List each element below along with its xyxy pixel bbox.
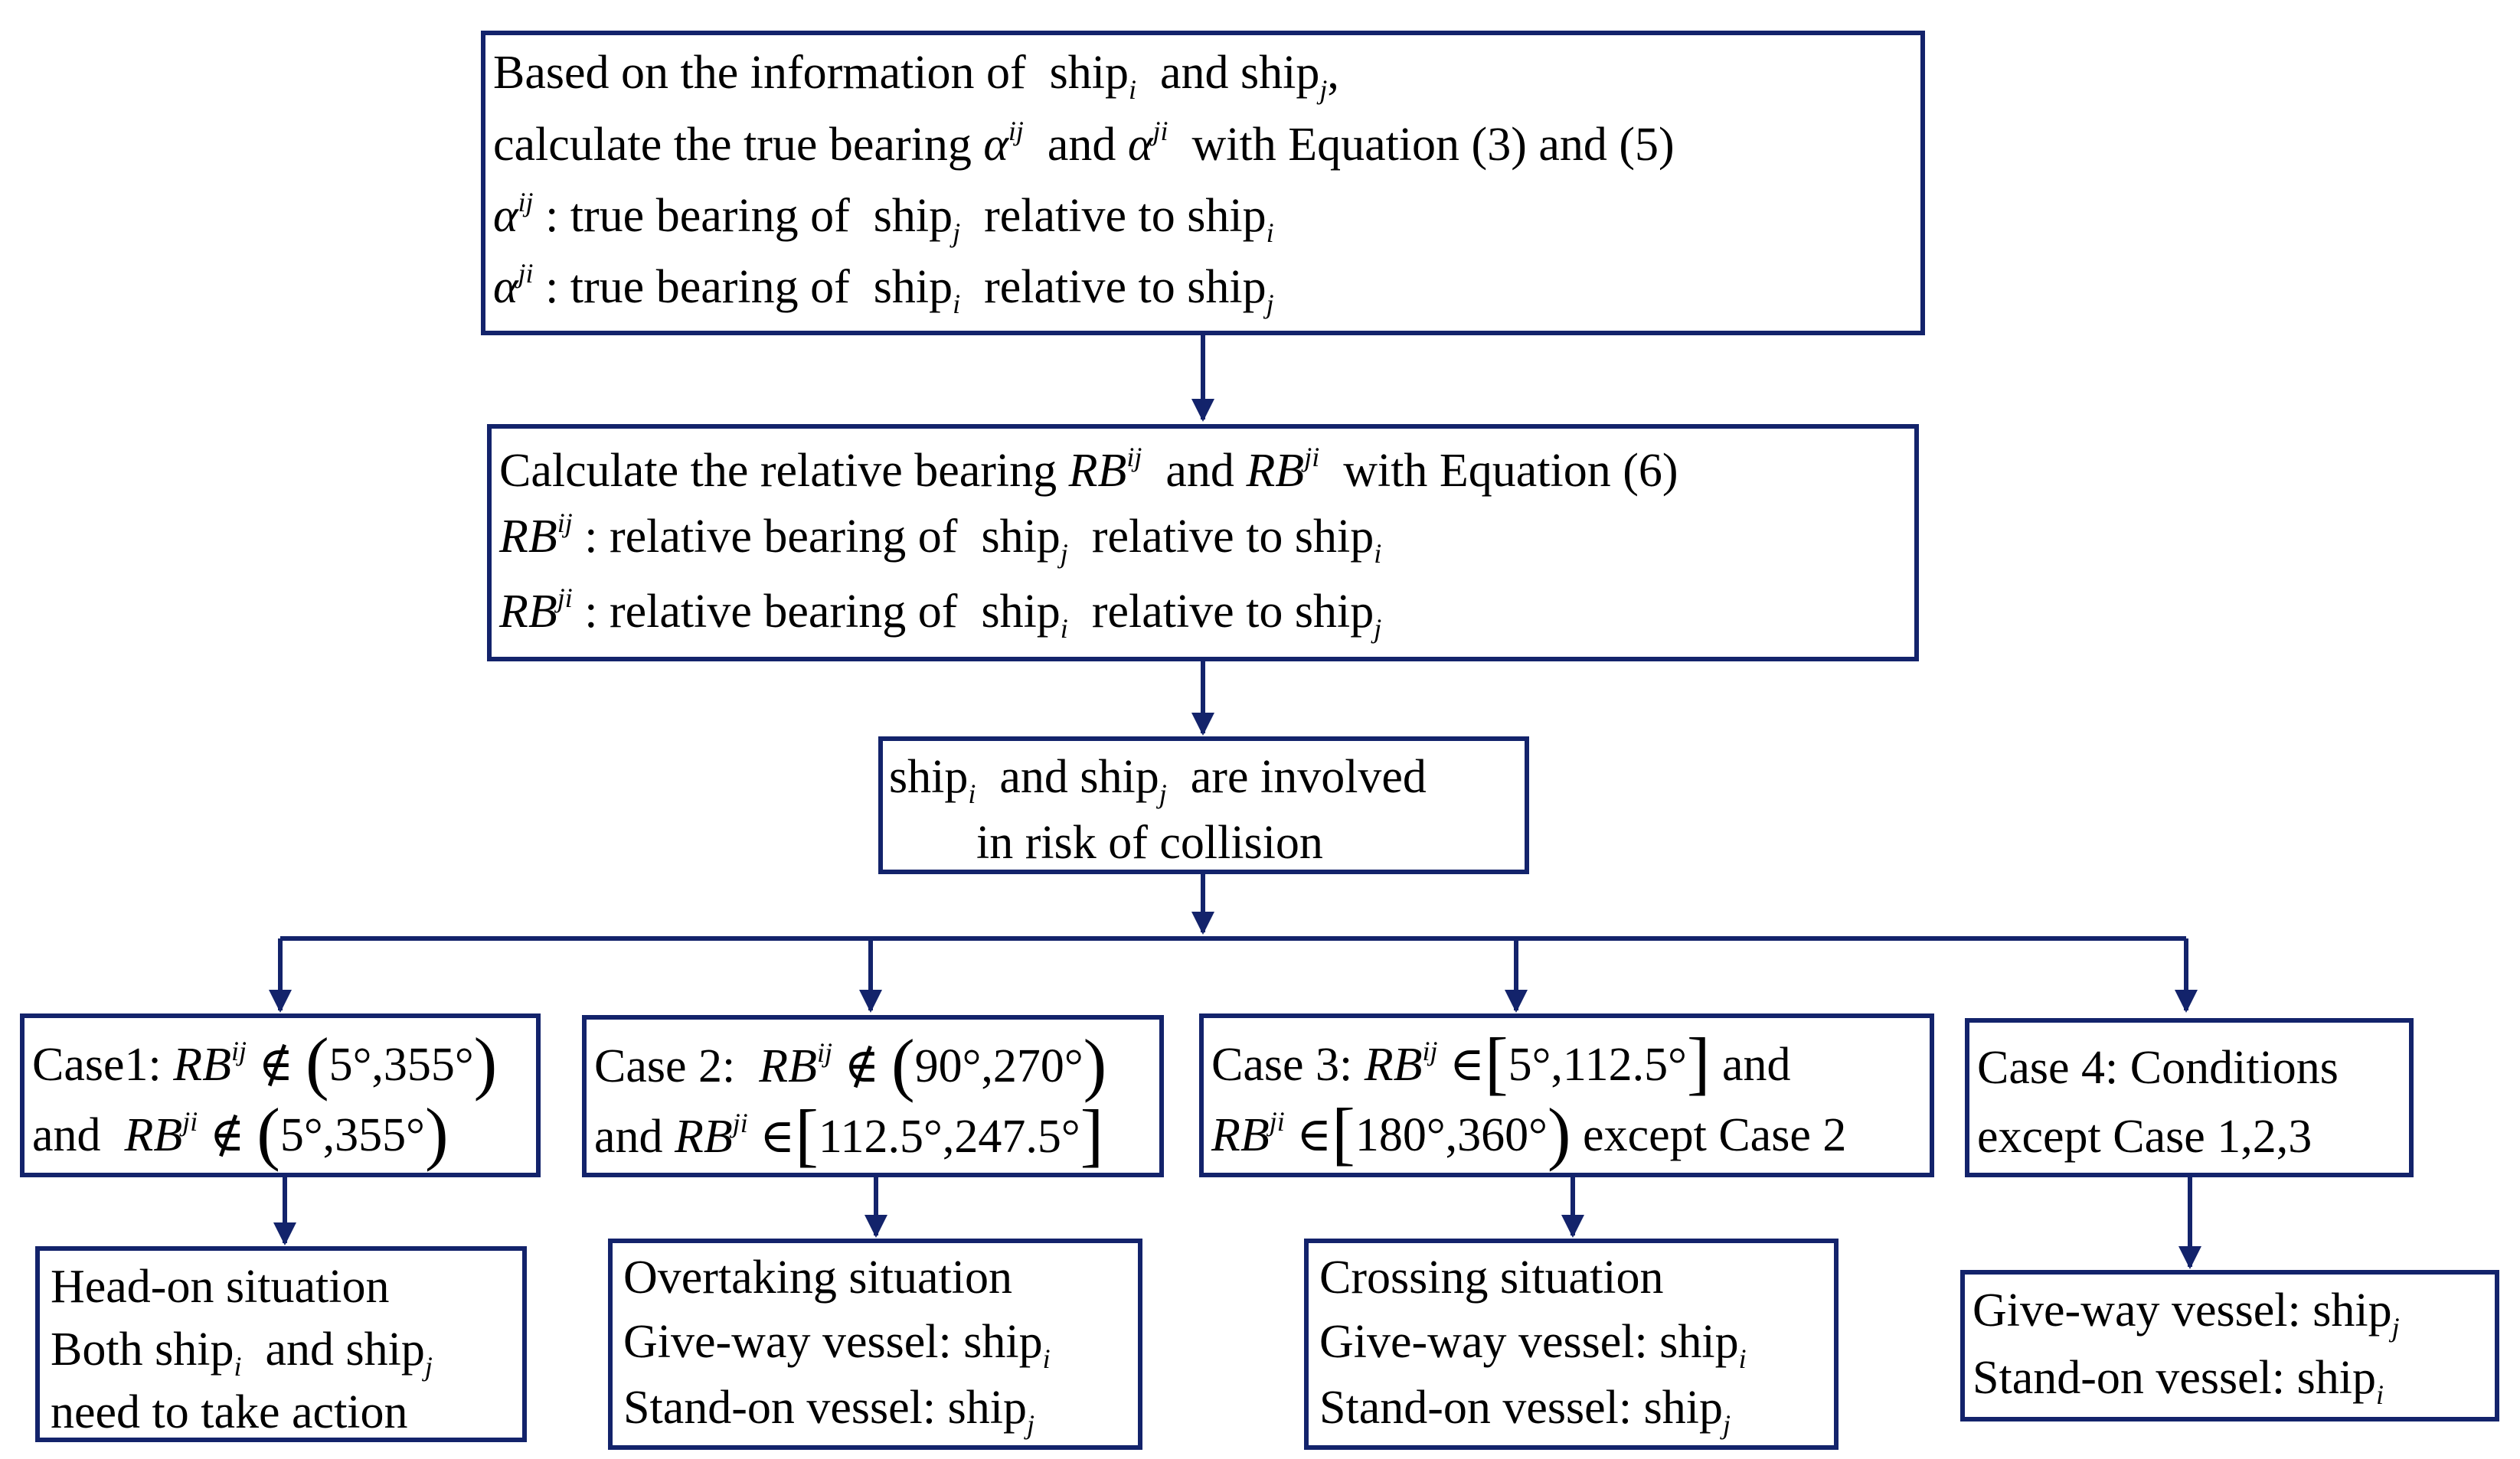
box1-line1: Based on the information of shipi and sh…: [493, 47, 1339, 105]
case4-line2: except Case 1,2,3: [1977, 1111, 2312, 1163]
box-true-bearing: Based on the information of shipi and sh…: [481, 31, 1925, 335]
res1-line3: need to take action: [51, 1386, 408, 1438]
res2-line2: Give-way vessel: shipi: [623, 1316, 1051, 1374]
case3-line1: Case 3: RBij ∈[5°,112.5°] and: [1211, 1023, 1791, 1102]
res3-line3: Stand-on vessel: shipj: [1319, 1382, 1731, 1440]
box-head-on: Head-on situation Both shipi and shipj n…: [35, 1246, 527, 1442]
box1-line2: calculate the true bearing αij and αji w…: [493, 116, 1675, 171]
case1-line2: and RBji ∉ (5°,355°): [32, 1094, 449, 1172]
res1-line1: Head-on situation: [51, 1261, 390, 1313]
box-case4-result: Give-way vessel: shipj Stand-on vessel: …: [1960, 1270, 2499, 1421]
res3-line2: Give-way vessel: shipi: [1319, 1316, 1747, 1374]
case4-line1: Case 4: Conditions: [1977, 1042, 2339, 1094]
res4-line2: Stand-on vessel: shipi: [1973, 1352, 2384, 1410]
case3-line2: RBji ∈[180°,360°) except Case 2: [1211, 1094, 1847, 1172]
res1-line2: Both shipi and shipj: [51, 1324, 433, 1382]
res2-line3: Stand-on vessel: shipj: [623, 1382, 1034, 1440]
box1-line4: αji : true bearing of shipi relative to …: [493, 258, 1274, 319]
res2-line1: Overtaking situation: [623, 1252, 1012, 1304]
box-relative-bearing: Calculate the relative bearing RBij and …: [487, 424, 1919, 661]
case2-line2: and RBji ∈[112.5°,247.5°]: [594, 1095, 1104, 1173]
case2-line1: Case 2: RBij ∉ (90°,270°): [594, 1025, 1107, 1103]
box2-line1: Calculate the relative bearing RBij and …: [499, 442, 1678, 497]
box-case1: Case1: RBij ∉ (5°,355°) and RBji ∉ (5°,3…: [20, 1013, 541, 1177]
box-case3: Case 3: RBij ∈[5°,112.5°] and RBji ∈[180…: [1199, 1013, 1934, 1177]
box-crossing: Crossing situation Give-way vessel: ship…: [1304, 1239, 1839, 1450]
box3-line1: shipi and shipj are involved: [889, 751, 1427, 809]
res4-line1: Give-way vessel: shipj: [1973, 1284, 2400, 1343]
res3-line1: Crossing situation: [1319, 1252, 1664, 1304]
case1-line1: Case1: RBij ∉ (5°,355°): [32, 1023, 498, 1102]
box-risk-of-collision: shipi and shipj are involved in risk of …: [878, 736, 1529, 874]
box-case4: Case 4: Conditions except Case 1,2,3: [1965, 1018, 2414, 1177]
box3-line2: in risk of collision: [976, 817, 1323, 869]
box2-line2: RBij : relative bearing of shipj relativ…: [499, 508, 1382, 569]
box1-line3: αij : true bearing of shipj relative to …: [493, 187, 1274, 248]
box-case2: Case 2: RBij ∉ (90°,270°) and RBji ∈[112…: [582, 1015, 1164, 1177]
box2-line3: RBji : relative bearing of shipi relativ…: [499, 583, 1382, 644]
box-overtaking: Overtaking situation Give-way vessel: sh…: [608, 1239, 1142, 1450]
